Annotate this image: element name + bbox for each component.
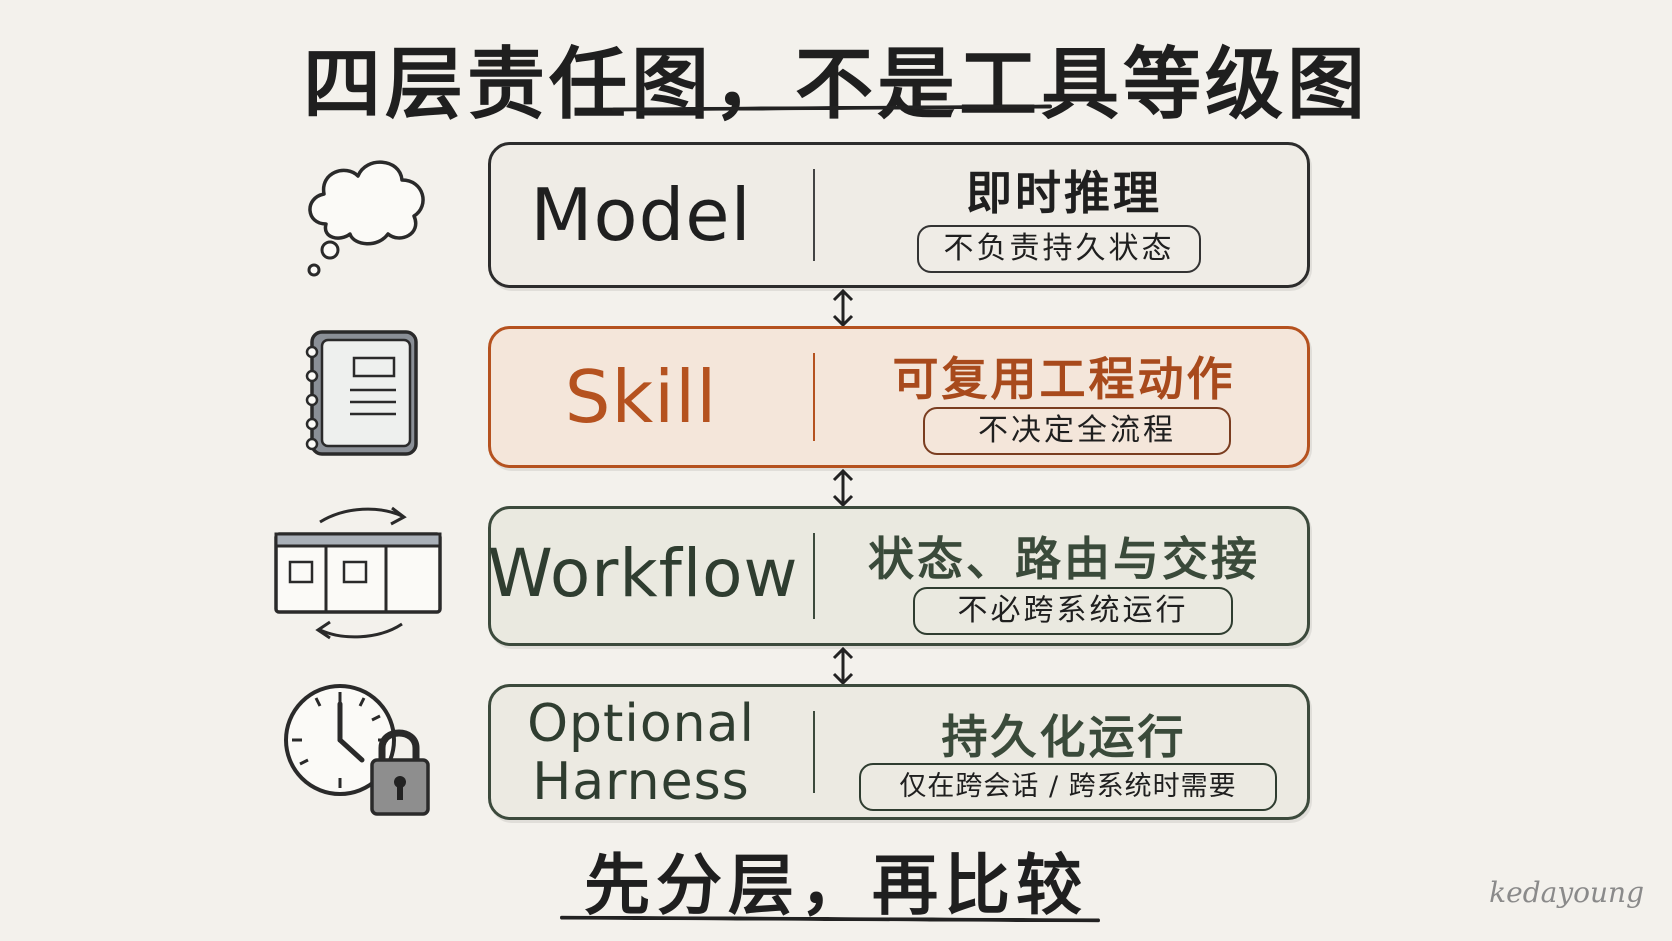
layer-note: 不决定全流程 <box>923 407 1231 455</box>
layer-name: Optional Harness <box>491 695 791 811</box>
layer-workflow: Workflow 状态、路由与交接 不必跨系统运行 <box>487 506 1310 646</box>
layer-divider <box>813 533 815 619</box>
layer-model: Model 即时推理 不负责持久状态 <box>488 142 1310 288</box>
thought-cloud-icon <box>307 160 425 277</box>
footer-caption: 先分层，再比较 <box>584 847 1088 924</box>
layer-divider <box>813 711 815 793</box>
layer-note: 不必跨系统运行 <box>913 587 1233 635</box>
layer-skill: Skill 可复用工程动作 不决定全流程 <box>488 326 1310 468</box>
page-title: 四层责任图，不是工具等级图 <box>302 40 1369 130</box>
layer-note: 不负责持久状态 <box>917 225 1201 273</box>
double-arrow-icon <box>832 646 854 686</box>
layer-divider <box>813 353 815 441</box>
layer-divider <box>813 169 815 261</box>
layer-name: Skill <box>564 355 718 439</box>
double-arrow-icon <box>832 288 854 328</box>
layer-name-line1: Optional <box>527 694 755 754</box>
kanban-board-icon <box>274 506 442 640</box>
author-signature: kedayoung <box>1489 876 1644 909</box>
layer-role: 即时推理 <box>966 166 1162 220</box>
layer-role: 可复用工程动作 <box>892 352 1236 406</box>
layer-role: 状态、路由与交接 <box>868 532 1260 586</box>
notebook-icon <box>305 330 418 456</box>
layer-role: 持久化运行 <box>941 710 1187 764</box>
layer-note: 仅在跨会话 / 跨系统时需要 <box>859 763 1277 811</box>
clock-lock-icon <box>284 684 430 816</box>
double-arrow-icon <box>832 468 854 508</box>
layer-name: Model <box>530 173 752 257</box>
layer-name-line2: Harness <box>532 752 750 812</box>
layer-name: Workflow <box>487 535 799 612</box>
layer-harness: Optional Harness 持久化运行 仅在跨会话 / 跨系统时需要 <box>488 684 1310 820</box>
